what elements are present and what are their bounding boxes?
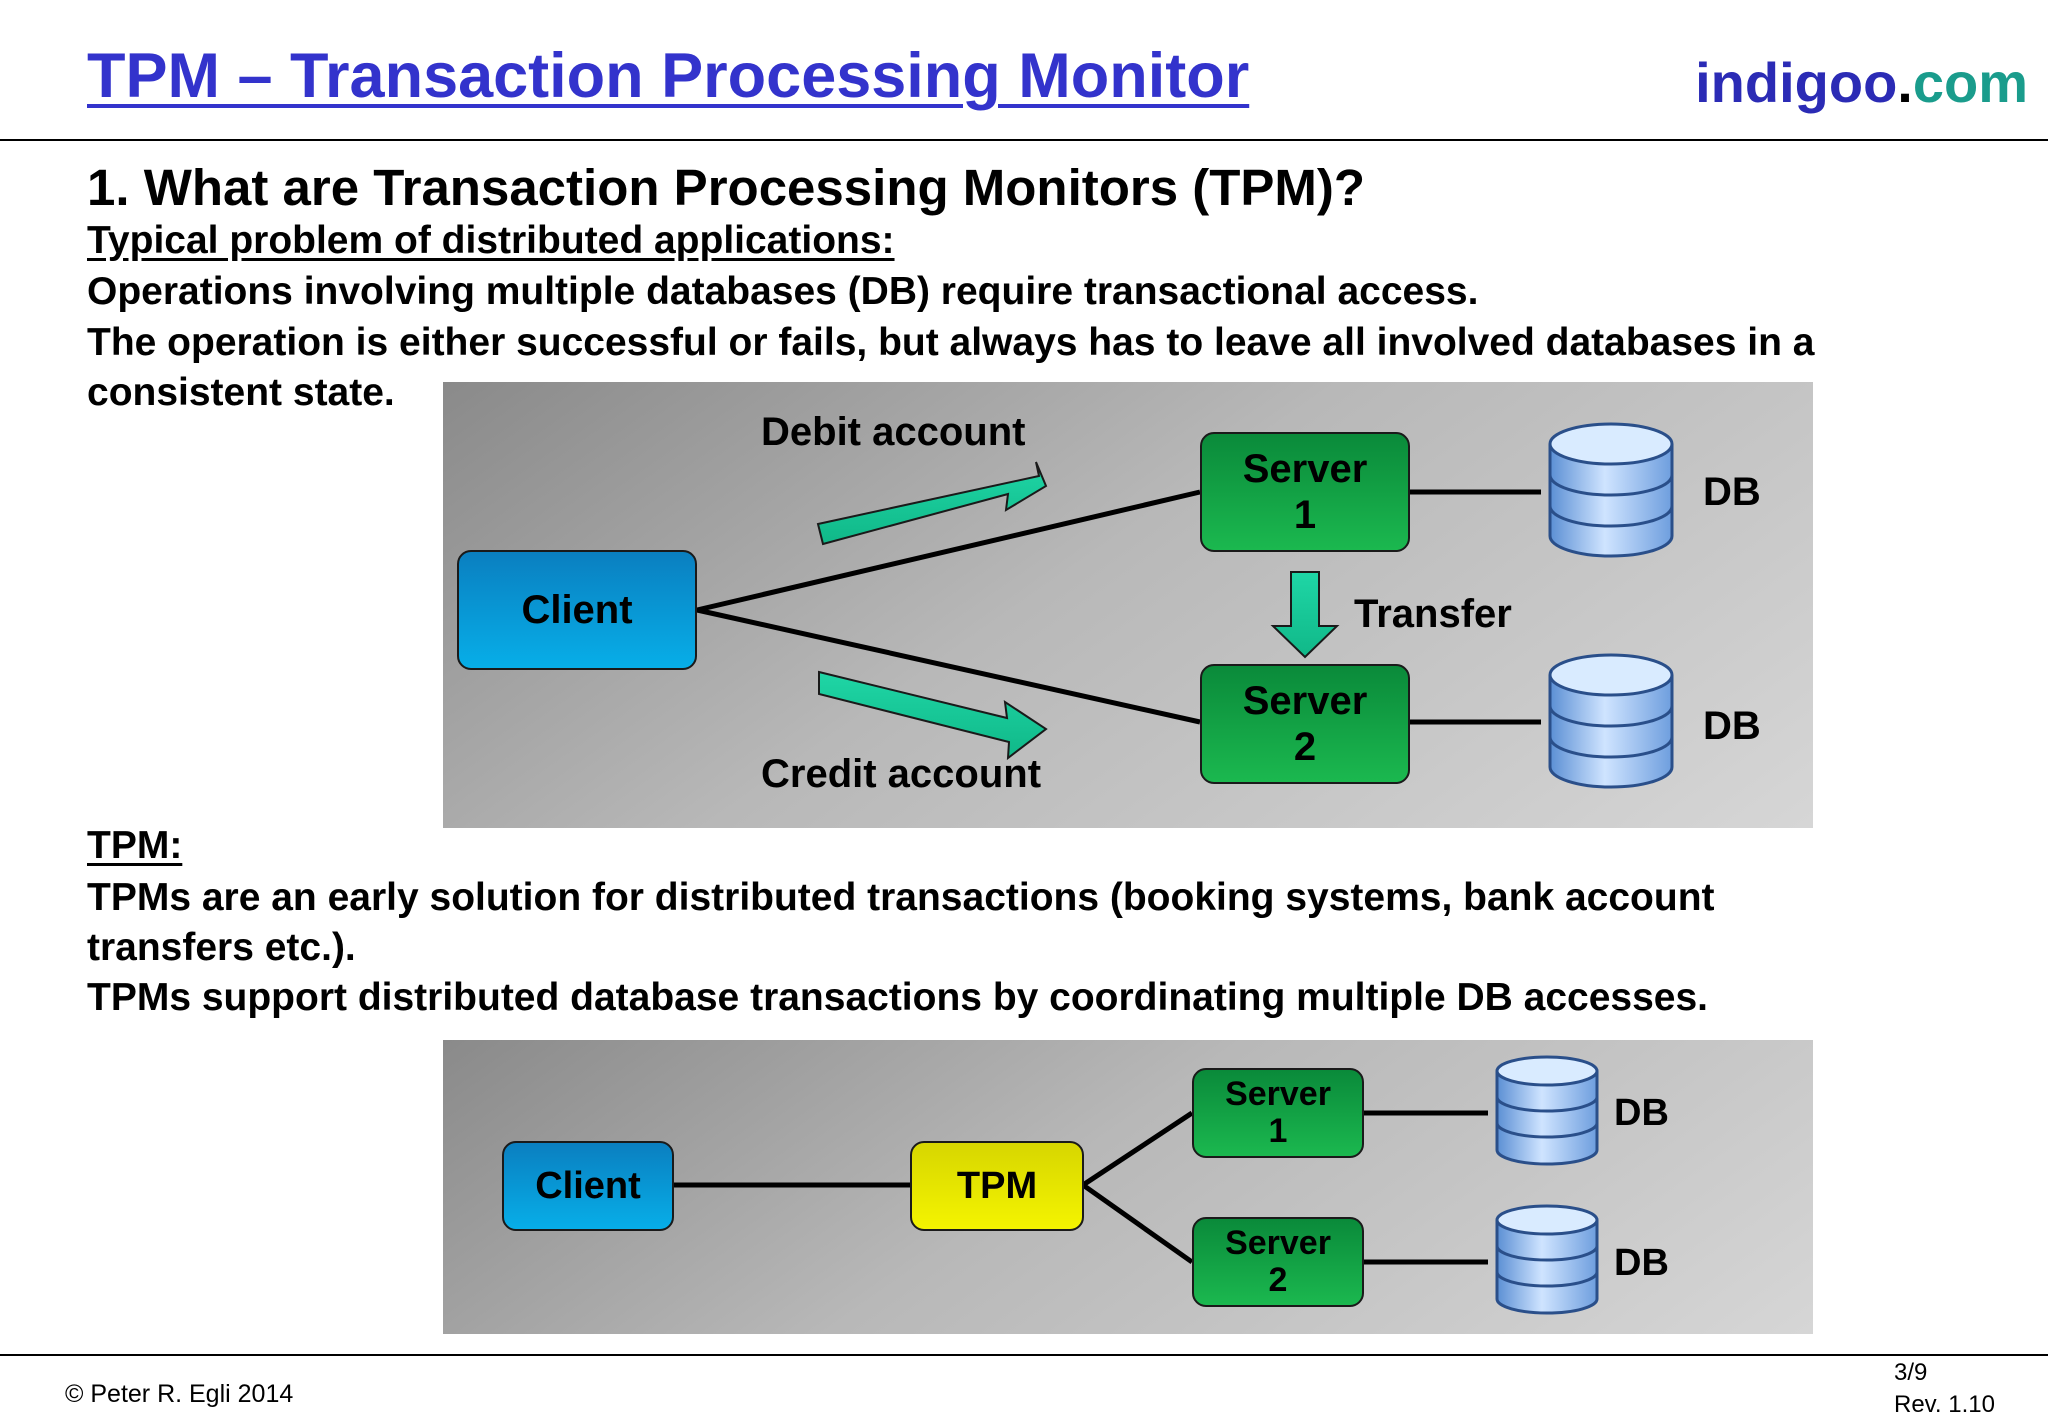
problem-line-2b: consistent state. xyxy=(87,371,395,414)
brand-part1: indigoo xyxy=(1695,51,1898,114)
db-2-label: DB xyxy=(1703,704,1761,748)
tpm-line-2: TPMs support distributed database transa… xyxy=(87,976,1709,1019)
database-icon xyxy=(1495,1204,1599,1315)
client-server2-line xyxy=(696,607,1201,725)
server-2-label: Server xyxy=(1225,1223,1331,1262)
client-node: Client xyxy=(502,1141,674,1231)
tpm-node: TPM xyxy=(910,1141,1084,1231)
revision: Rev. 1.10 xyxy=(1894,1391,1995,1418)
tpm-server2-line xyxy=(1081,1182,1194,1265)
transfer-label: Transfer xyxy=(1354,592,1512,636)
database-icon xyxy=(1548,422,1674,558)
server-2-label: Server xyxy=(1242,679,1368,723)
db-1-label: DB xyxy=(1614,1092,1669,1134)
problem-line-1: Operations involving multiple databases … xyxy=(87,270,1479,313)
diagram1-connectors xyxy=(696,422,1674,789)
section-heading: 1. What are Transaction Processing Monit… xyxy=(87,159,1366,216)
client-node: Client xyxy=(457,550,697,670)
transfer-arrow xyxy=(1270,571,1340,659)
tpm-line-1a: TPMs are an early solution for distribut… xyxy=(87,876,1715,919)
debit-arrow xyxy=(816,461,1048,546)
debit-label: Debit account xyxy=(761,410,1026,454)
server-1-label: Server xyxy=(1242,447,1368,491)
db-2-label: DB xyxy=(1614,1242,1669,1284)
server-1-node: Server 1 xyxy=(1192,1068,1364,1158)
brand-logo: indigoo.com xyxy=(1695,50,2028,115)
server-2-node: Server 2 xyxy=(1192,1217,1364,1307)
server-1-node: Server 1 xyxy=(1200,432,1410,552)
tpm-architecture-diagram: Client TPM Server 1 Server 2 DB DB xyxy=(443,1040,1813,1334)
server-1-label: Server xyxy=(1225,1074,1331,1113)
header-divider xyxy=(0,139,2048,141)
server-2-number: 2 xyxy=(1293,725,1317,769)
credit-label: Credit account xyxy=(761,752,1042,796)
client-server1-line xyxy=(696,489,1201,613)
server-1-number: 1 xyxy=(1268,1112,1288,1150)
page-number: 3/9 xyxy=(1894,1359,1928,1386)
server-1-number: 1 xyxy=(1293,493,1317,537)
distributed-transaction-diagram: Client Server 1 Server 2 DB DB Debit acc… xyxy=(443,382,1813,828)
copyright: © Peter R. Egli 2014 xyxy=(65,1380,294,1408)
tpm-server1-line xyxy=(1081,1110,1194,1188)
credit-arrow xyxy=(818,670,1048,761)
page-title: TPM – Transaction Processing Monitor xyxy=(87,41,1250,111)
brand-dot: . xyxy=(1897,51,1913,114)
diagram2-connectors xyxy=(673,1055,1599,1315)
database-icon xyxy=(1495,1055,1599,1166)
page-info: 3/9 Rev. 1.10 xyxy=(1894,1357,1995,1421)
server-2-node: Server 2 xyxy=(1200,664,1410,784)
tpm-subheading: TPM: xyxy=(87,824,183,867)
db-1-label: DB xyxy=(1703,470,1761,514)
problem-subheading: Typical problem of distributed applicati… xyxy=(87,219,895,262)
footer-divider xyxy=(0,1354,2048,1356)
server-2-number: 2 xyxy=(1268,1261,1288,1299)
database-icon xyxy=(1548,653,1674,789)
tpm-line-1b: transfers etc.). xyxy=(87,926,356,969)
brand-part2: com xyxy=(1912,51,2028,114)
problem-line-2a: The operation is either successful or fa… xyxy=(87,321,1815,364)
